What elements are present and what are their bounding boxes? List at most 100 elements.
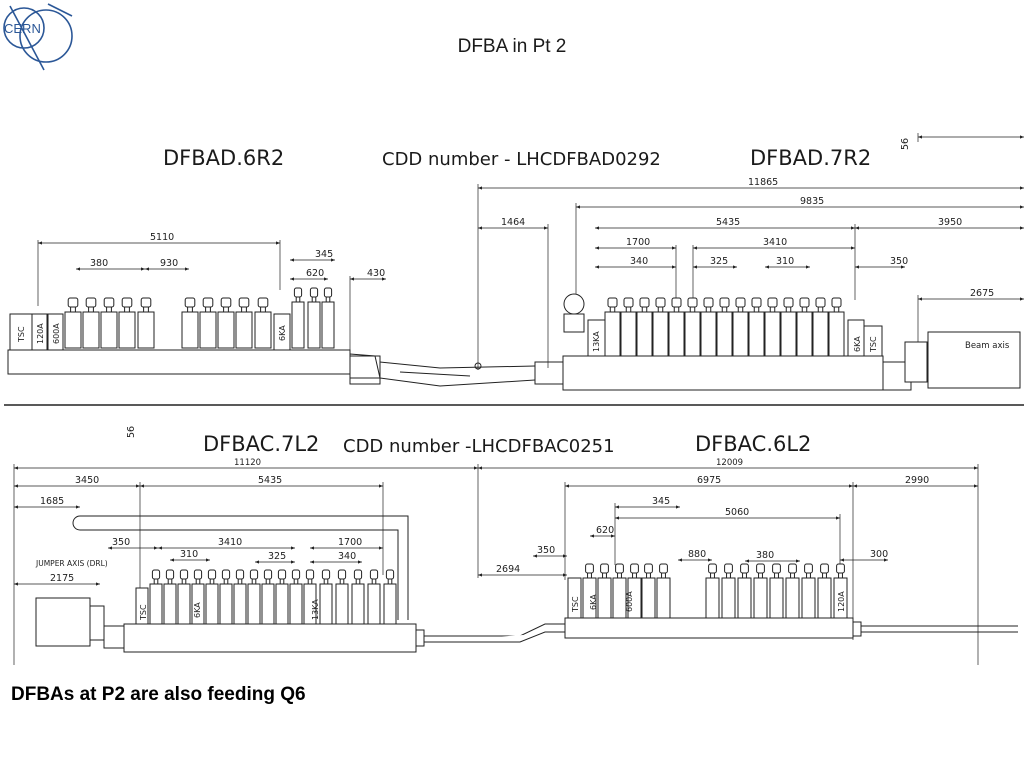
current-lead bbox=[199, 297, 217, 349]
current-lead bbox=[235, 297, 253, 349]
current-lead bbox=[149, 569, 163, 625]
current-lead bbox=[796, 297, 813, 357]
current-lead bbox=[641, 563, 656, 619]
dim-label: 5435 bbox=[716, 217, 740, 228]
lead-label: TSC bbox=[571, 596, 580, 613]
dim-label: 1700 bbox=[338, 537, 362, 548]
dim-label: 11120 bbox=[234, 458, 261, 468]
current-lead bbox=[177, 569, 191, 625]
top-left-unit bbox=[7, 313, 381, 379]
current-lead bbox=[303, 569, 317, 625]
top-right-unit bbox=[562, 293, 1021, 391]
current-lead bbox=[769, 563, 784, 619]
current-lead bbox=[351, 569, 365, 625]
dim-label: 5110 bbox=[150, 232, 174, 243]
current-lead bbox=[801, 563, 816, 619]
current-lead bbox=[764, 297, 781, 357]
lead-label: 6KA bbox=[193, 602, 202, 618]
lead-label: TSC bbox=[17, 326, 26, 343]
current-lead bbox=[254, 297, 272, 349]
current-lead bbox=[383, 569, 397, 625]
dim-label: 380 bbox=[90, 258, 108, 269]
current-lead bbox=[612, 563, 627, 619]
lead-label: 600A bbox=[52, 323, 61, 344]
dim-label: 345 bbox=[315, 249, 333, 260]
current-lead bbox=[652, 297, 669, 357]
logo-text: CERN bbox=[4, 21, 41, 36]
beam-axis-label: Beam axis bbox=[965, 341, 1010, 351]
current-lead bbox=[753, 563, 768, 619]
current-lead bbox=[181, 297, 199, 349]
current-lead bbox=[82, 297, 100, 349]
current-lead bbox=[191, 569, 205, 625]
current-lead bbox=[100, 297, 118, 349]
current-lead bbox=[684, 297, 701, 357]
lead-label: 6KA bbox=[853, 336, 862, 352]
bottom-name-left: DFBAC.7L2 bbox=[203, 432, 319, 456]
bottom-cdd-label: CDD number -LHCDFBAC0251 bbox=[343, 436, 615, 457]
current-lead bbox=[275, 569, 289, 625]
top-left-leads bbox=[64, 287, 335, 349]
dim-label: 5435 bbox=[258, 475, 282, 486]
lead-label: 600A bbox=[625, 591, 634, 612]
lead-label: 13KA bbox=[592, 331, 601, 352]
dim-label: 325 bbox=[710, 256, 728, 267]
dim-label: 310 bbox=[776, 256, 794, 267]
lead-label: 13KA bbox=[311, 599, 320, 620]
dim-label: 3410 bbox=[763, 237, 787, 248]
top-name-left: DFBAD.6R2 bbox=[163, 146, 284, 170]
current-lead bbox=[64, 297, 82, 349]
page-title: DFBA in Pt 2 bbox=[457, 36, 567, 57]
dim-label: 2990 bbox=[905, 475, 929, 486]
dim-label: 5060 bbox=[725, 507, 749, 518]
bottom-jumper-loop bbox=[72, 515, 409, 620]
dim-label: 11865 bbox=[748, 177, 778, 188]
dim-label: 345 bbox=[652, 496, 670, 507]
dim-label: 300 bbox=[870, 549, 888, 560]
lead-label: 120A bbox=[36, 323, 45, 344]
lead-label: 6KA bbox=[278, 325, 287, 341]
dim-label: 56 bbox=[126, 426, 137, 438]
dim-label: 340 bbox=[630, 256, 648, 267]
dim-label: 930 bbox=[160, 258, 178, 269]
dim-label: 880 bbox=[688, 549, 706, 560]
jumper-axis-label: JUMPER AXIS (DRL) bbox=[35, 559, 108, 568]
current-lead bbox=[247, 569, 261, 625]
current-lead bbox=[627, 563, 642, 619]
current-lead bbox=[716, 297, 733, 357]
current-lead bbox=[732, 297, 749, 357]
dim-label: 3450 bbox=[75, 475, 99, 486]
lead-label: 6KA bbox=[589, 594, 598, 610]
current-lead bbox=[233, 569, 247, 625]
current-lead bbox=[817, 563, 832, 619]
dim-label: 325 bbox=[268, 551, 286, 562]
dim-label: 1464 bbox=[501, 217, 525, 228]
bottom-left-unit bbox=[35, 587, 425, 653]
current-lead bbox=[163, 569, 177, 625]
current-lead bbox=[785, 563, 800, 619]
dim-label: 3950 bbox=[938, 217, 962, 228]
current-lead bbox=[721, 563, 736, 619]
bottom-left-leads bbox=[149, 569, 397, 625]
current-lead bbox=[812, 297, 829, 357]
current-lead bbox=[828, 297, 845, 357]
lead-label: TSC bbox=[869, 336, 878, 353]
top-transfer-line bbox=[349, 355, 564, 387]
bottom-dimensions bbox=[14, 466, 978, 586]
top-name-right: DFBAD.7R2 bbox=[750, 146, 871, 170]
current-lead bbox=[289, 569, 303, 625]
dim-label: 340 bbox=[338, 551, 356, 562]
dim-label: 2175 bbox=[50, 573, 74, 584]
current-lead bbox=[737, 563, 752, 619]
current-lead bbox=[636, 297, 653, 357]
current-lead bbox=[705, 563, 720, 619]
dim-label: 56 bbox=[900, 138, 911, 150]
dim-label: 3410 bbox=[218, 537, 242, 548]
dim-label: 6975 bbox=[697, 475, 721, 486]
current-lead bbox=[291, 287, 305, 349]
top-right-leads bbox=[604, 297, 845, 357]
current-lead bbox=[656, 563, 671, 619]
current-lead bbox=[217, 297, 235, 349]
current-lead bbox=[620, 297, 637, 357]
current-lead bbox=[319, 569, 333, 625]
